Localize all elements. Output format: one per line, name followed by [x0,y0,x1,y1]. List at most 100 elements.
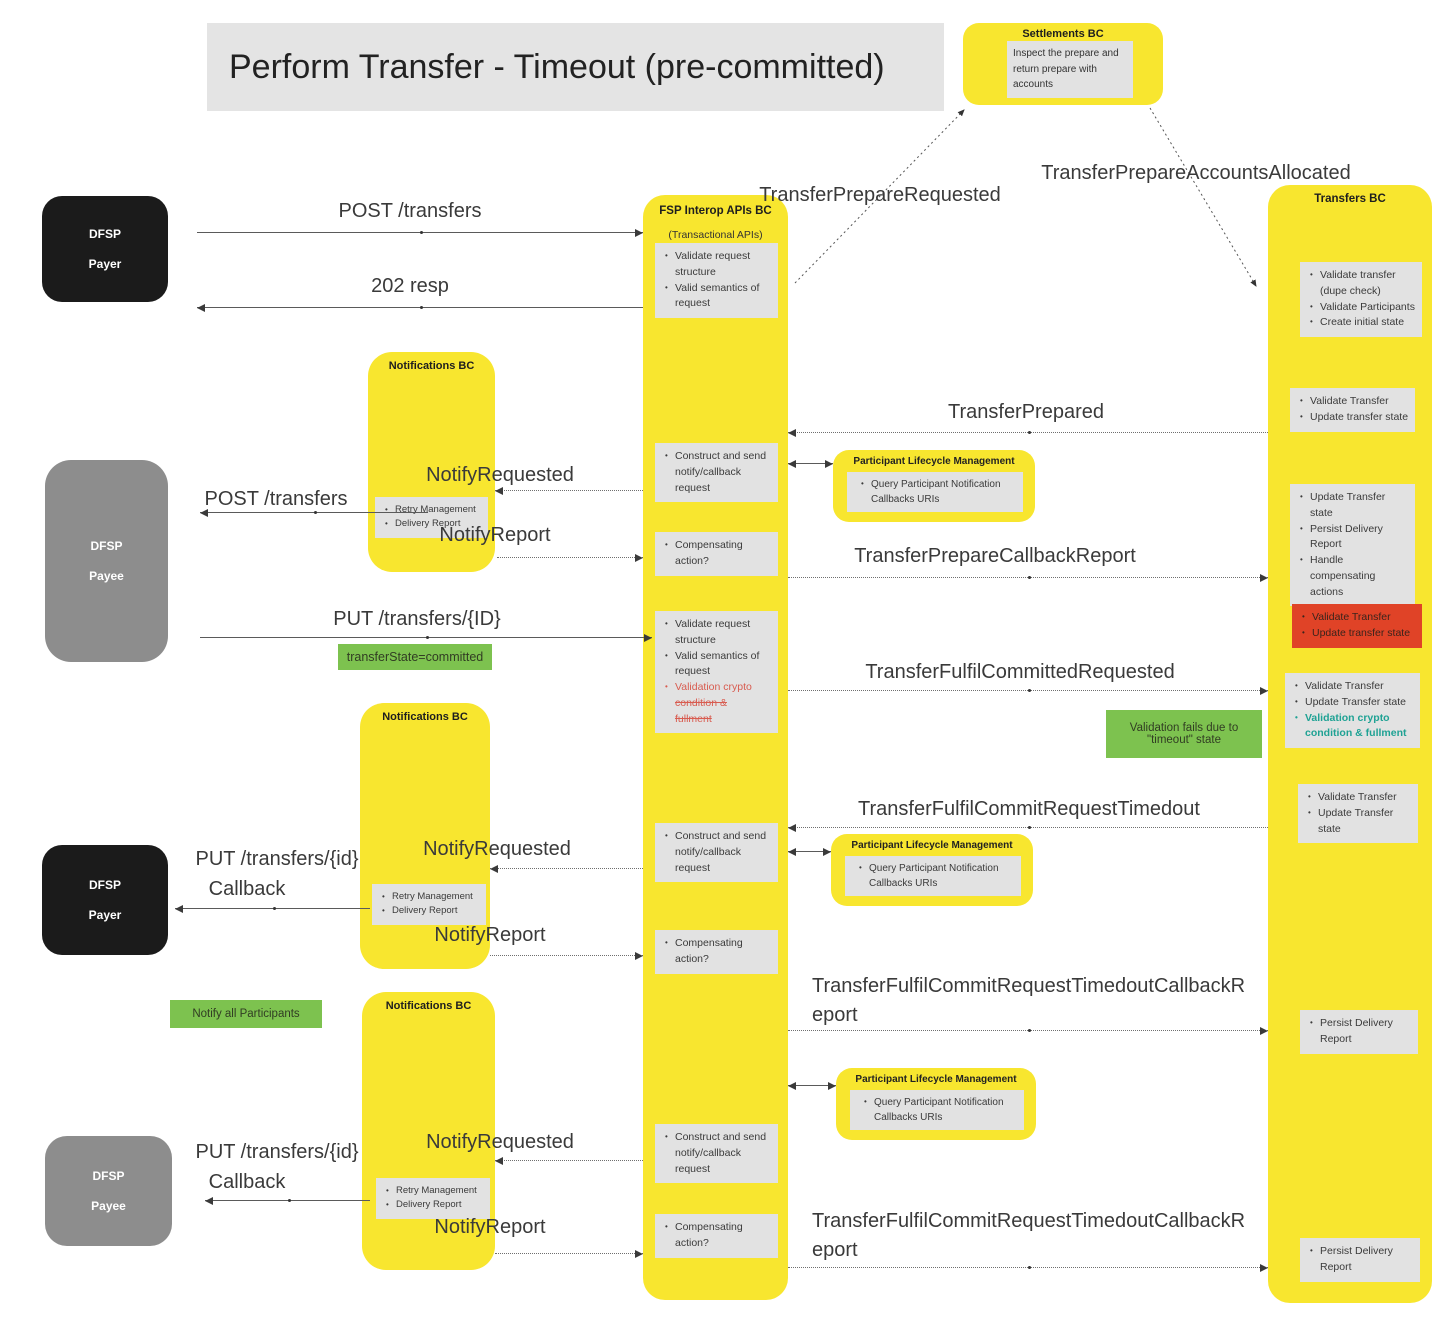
fsp-task-construct-notify-2: Construct and send notify/callback reque… [655,823,778,883]
fsp-task-compensating-1: Compensating action? [655,532,778,576]
notifications-bc-header: Notifications BC [382,711,468,723]
task-bullet: Query Participant Notification Callbacks… [857,861,1015,891]
actor-line: DFSP [90,539,123,553]
task-bullet: Retry Management [380,890,481,904]
arrow-timedout-callback-report-2 [788,1264,1268,1272]
task-bullet-crypto: Validation crypto condition & fullment [663,680,773,727]
notifications-bc-3: Notifications BC [362,992,495,1270]
label-notify-requested-1: NotifyRequested [426,464,574,486]
transfers-task-persist-1: Persist Delivery Report [1300,1010,1418,1054]
task-bullet: Validate request structure [663,617,773,649]
label-callback-1: Callback [208,878,286,900]
plm-tasks: Query Participant Notification Callbacks… [847,472,1023,512]
task-bullet: Construct and send notify/callback reque… [663,1130,773,1177]
fsp-interop-bc: FSP Interop APIs BC (Transactional APIs) [643,195,788,1300]
task-bullet: Query Participant Notification Callbacks… [859,477,1017,507]
actor-dfsp-payee: DFSP Payee [45,460,168,662]
label-transfer-prepare-callback-report: TransferPrepareCallbackReport [854,545,1136,567]
task-bullet: Validate Transfer [1293,679,1415,695]
fsp-task-compensating-2: Compensating action? [655,930,778,974]
actor-dfsp-payer: DFSP Payer [42,196,168,302]
label-transfer-fulfil-committed-requested: TransferFulfilCommittedRequested [865,661,1175,683]
task-bullet: Validate request structure [663,249,773,281]
plm-header: Participant Lifecycle Management [851,840,1013,851]
settlements-bc: Settlements BC Inspect the prepare and r… [963,23,1163,105]
task-bullet: Update transfer state [1300,626,1417,642]
label-transfer-prepare-requested: TransferPrepareRequested [759,184,1001,206]
task-bullet: Handle compensating actions [1298,553,1410,600]
task-bullet: Retry Management [384,1184,485,1198]
label-notify-report-1: NotifyReport [439,524,551,546]
task-bullet: Validate Transfer [1300,610,1417,626]
notifications-tasks-2: Retry ManagementDelivery Report [372,884,486,925]
transfers-bc-header: Transfers BC [1314,193,1386,205]
task-bullet: Compensating action? [663,538,773,570]
notifications-tasks-1: Retry ManagementDelivery Report [375,497,488,538]
arrow-post-transfers-payee [200,509,428,517]
settlements-note: Inspect the prepare and return prepare w… [1007,41,1133,98]
fsp-task-validate-crypto: Validate request structure Valid semanti… [655,611,778,734]
actor-line: DFSP [92,1169,125,1183]
label-notify-requested-3: NotifyRequested [426,1131,574,1153]
actor-line: Payer [88,257,122,271]
task-bullet: Valid semantics of request [663,281,773,313]
plm-tasks: Query Participant Notification Callbacks… [850,1090,1024,1130]
label-transfer-prepare-accounts-allocated: TransferPrepareAccountsAllocated [1041,162,1351,184]
label-put-transfers-id-1: PUT /transfers/{id} [195,848,359,870]
actor-line: Payer [88,908,122,922]
plm-tasks: Query Participant Notification Callbacks… [845,856,1021,896]
label-202-resp: 202 resp [371,275,449,297]
arrow-fsp-plm-1 [788,460,833,468]
label-transfer-fulfil-commit-request-timedout: TransferFulfilCommitRequestTimedout [858,798,1200,820]
page-title: Perform Transfer - Timeout (pre-committe… [207,23,944,111]
actor-dfsp-payer-2: DFSP Payer [42,845,168,955]
actor-line: DFSP [88,878,121,892]
arrow-notify-report-2 [490,952,643,960]
arrow-put-callback-payer [175,905,370,913]
label-notify-report-3: NotifyReport [434,1216,546,1238]
note-notify-all-participants: Notify all Participants [170,1000,322,1028]
task-bullet: Persist Delivery Report [1308,1244,1415,1276]
crypto-line: Validation crypto [675,681,752,693]
arrow-put-callback-payee [205,1197,370,1205]
transfers-task-update-persist: Update Transfer statePersist Delivery Re… [1290,484,1415,607]
arrow-transfer-prepare-callback-report [788,574,1268,582]
plm-box-1: Participant Lifecycle Management Query P… [833,450,1035,522]
task-bullet: Construct and send notify/callback reque… [663,829,773,876]
label-timedout-callback-report-1: TransferFulfilCommitRequestTimedoutCallb… [812,975,1246,1026]
task-bullet: Delivery Report [384,1198,485,1212]
task-bullet: Update Transfer state [1306,806,1413,838]
crypto-line-struck: fullment [675,712,712,725]
task-bullet: Delivery Report [380,904,481,918]
label-notify-requested-2: NotifyRequested [423,838,571,860]
label-put-transfers-id-caps: PUT /transfers/{ID} [333,608,501,630]
task-bullet: Compensating action? [663,1220,773,1252]
arrow-fsp-plm-3 [788,1082,836,1090]
fsp-task-compensating-3: Compensating action? [655,1214,778,1258]
label-transfer-prepared: TransferPrepared [948,401,1104,423]
label-put-transfers-id-2: PUT /transfers/{id} [195,1141,359,1163]
arrow-notify-requested-1 [495,487,643,495]
notifications-bc-2: Notifications BC [360,703,490,969]
task-bullet: Validate Transfer [1306,790,1413,806]
plm-header: Participant Lifecycle Management [855,1074,1017,1085]
transfers-task-validate-update-1: Validate TransferUpdate transfer state [1290,388,1415,432]
arrow-post-transfers [197,229,643,237]
label-timedout-callback-report-2: TransferFulfilCommitRequestTimedoutCallb… [812,1210,1246,1261]
actor-line: Payee [91,1199,126,1213]
task-bullet: Validate transfer (dupe check) [1308,268,1417,300]
task-bullet-crypto-highlight: Validation crypto condition & fullment [1293,711,1415,743]
arrow-transfer-fulfil-commit-request-timedout [788,824,1268,832]
label-callback-2: Callback [208,1171,286,1193]
task-bullet: Persist Delivery Report [1298,522,1410,554]
label-post-transfers-payee: POST /transfers [204,488,348,510]
arrow-notify-report-1 [497,554,643,562]
actor-line: Payee [89,569,124,583]
plm-header: Participant Lifecycle Management [853,456,1015,467]
task-bullet: Compensating action? [663,936,773,968]
arrow-put-transfers-id-caps [200,634,652,642]
note-validation-fails-timeout: Validation fails due to "timeout" state [1106,710,1262,758]
transfers-task-validate-update-error: Validate TransferUpdate transfer state [1292,604,1422,648]
task-bullet: Construct and send notify/callback reque… [663,449,773,496]
notifications-tasks-3: Retry ManagementDelivery Report [376,1178,490,1219]
